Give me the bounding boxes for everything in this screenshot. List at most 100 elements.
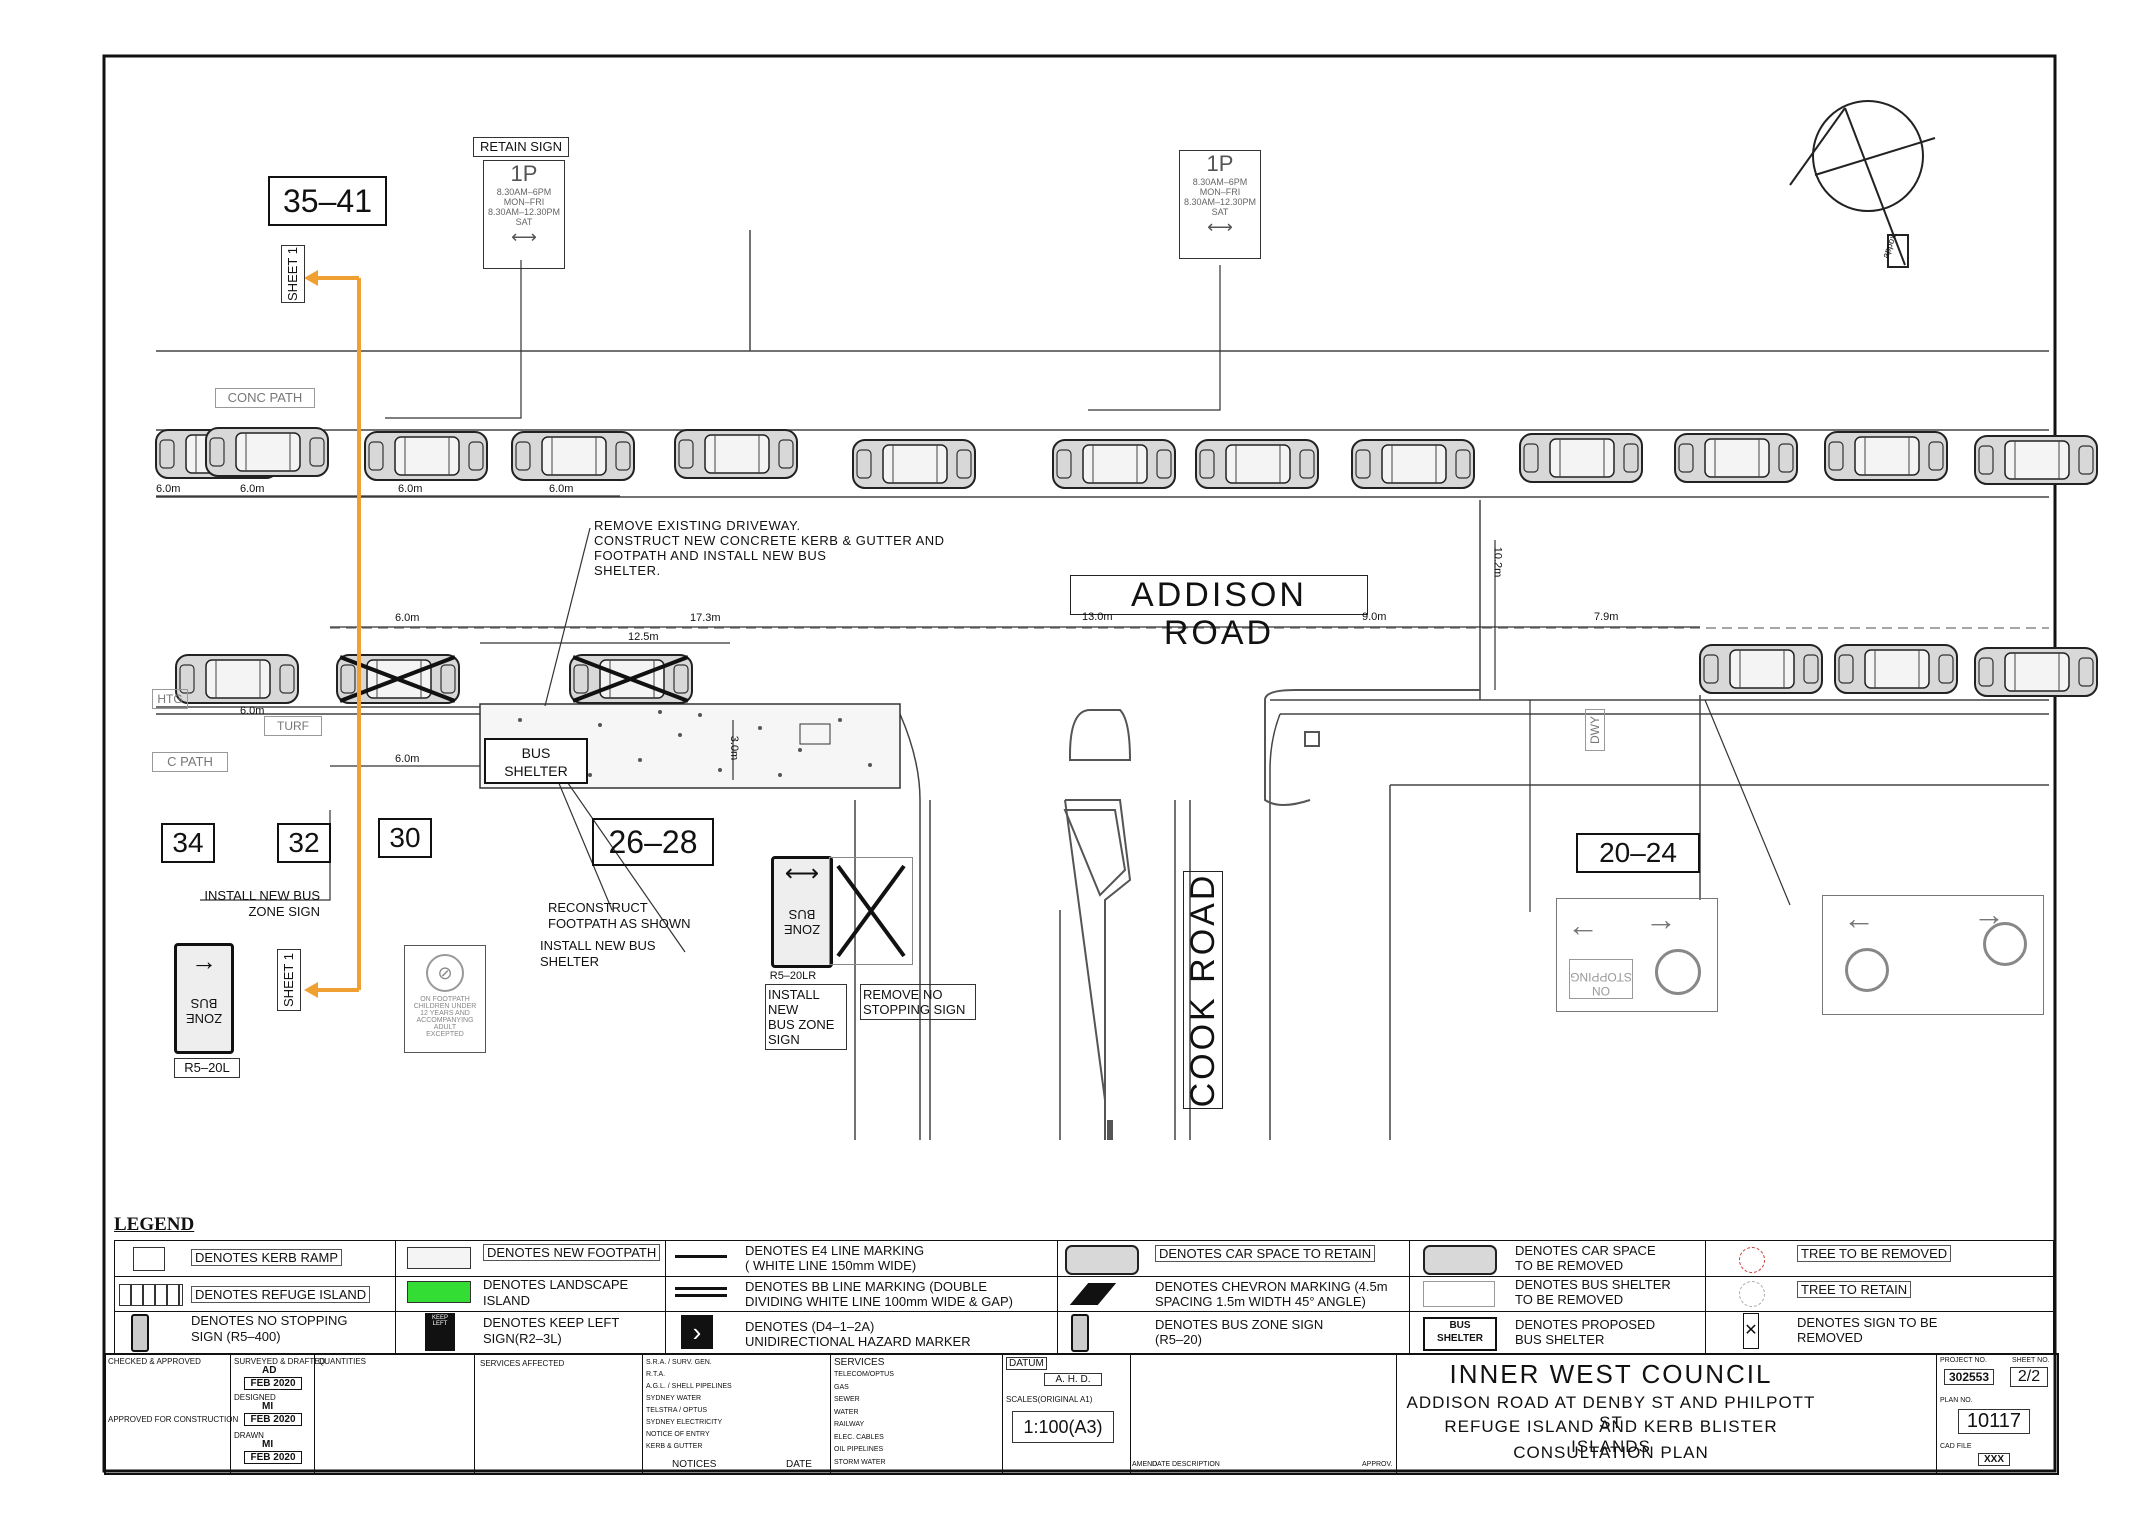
tree-retain-icon	[1739, 1281, 1765, 1307]
tb-notice-2: A.G.L. / SHELL PIPELINES	[646, 1383, 732, 1390]
legend-e4-2: ( WHITE LINE 150mm WIDE)	[745, 1258, 917, 1273]
tb-project-no-label: PROJECT NO.	[1940, 1357, 1987, 1364]
dim-6e: 6.0m	[395, 612, 420, 624]
legend-chevron: DENOTES CHEVRON MARKING (4.5m SPACING 1.…	[1155, 1279, 1388, 1309]
tb-div-3	[474, 1355, 475, 1473]
conc-path-label: CONC PATH	[215, 388, 315, 408]
sign-1p-big: 1P	[510, 161, 538, 186]
tb-div-7	[1130, 1355, 1131, 1473]
tb-date2: FEB 2020	[244, 1413, 302, 1426]
legend-sp-1: DENOTES PROPOSED	[1515, 1317, 1656, 1332]
legend-e4-1: DENOTES E4 LINE MARKING	[745, 1243, 925, 1258]
legend-keep-left: DENOTES KEEP LEFT SIGN(R2–3L)	[483, 1315, 619, 1347]
dim-13-0: 13.0m	[1082, 611, 1113, 623]
note-inbz-1: INSTALL	[768, 987, 820, 1002]
tb-sheet-no: 2/2	[2010, 1367, 2048, 1387]
legend-hz-2: UNIDIRECTIONAL HAZARD MARKER	[745, 1334, 971, 1349]
note-rns-1: REMOVE NO	[863, 987, 943, 1002]
bus-shelter-text-2: SHELTER	[504, 763, 568, 779]
sign-1p-r-l4: SAT	[1211, 207, 1229, 217]
htg-label: HTG	[152, 689, 188, 709]
tb-council: INNER WEST COUNCIL	[1449, 1359, 1773, 1389]
dim-7-9: 7.9m	[1594, 611, 1619, 623]
r5-20l-label: R5–20L	[174, 1058, 240, 1078]
legend-col-3: DENOTES E4 LINE MARKING ( WHITE LINE 150…	[665, 1241, 1058, 1353]
note-reconstruct: RECONSTRUCT FOOTPATH AS SHOWN	[548, 900, 691, 932]
legend-row-divider-1	[115, 1276, 2053, 1277]
tb-svc-3: WATER	[834, 1408, 859, 1416]
legend-shelter-proposed: DENOTES PROPOSED BUS SHELTER	[1515, 1317, 1655, 1347]
e4-line-icon	[675, 1255, 727, 1258]
tb-notice-6: NOTICE OF ENTRY	[646, 1431, 710, 1438]
note-install-new-bus-zone: INSTALL NEW BUS ZONE SIGN	[765, 984, 847, 1050]
dim-3-0: 3.0m	[728, 735, 741, 761]
tb-notice-0: S.R.A. / SURV. GEN.	[646, 1359, 712, 1366]
sign-1p-l3: 8.30AM–12.30PM	[487, 207, 561, 217]
note-remove-no-stopping: REMOVE NO STOPPING SIGN	[860, 984, 976, 1020]
note-dw-1: REMOVE EXISTING DRIVEWAY.	[594, 518, 801, 533]
nfp-l5: EXCEPTED	[426, 1031, 464, 1038]
legend-tree-retain: TREE TO RETAIN	[1797, 1281, 1912, 1298]
keep-left-sign-icon: KEEP LEFT	[425, 1313, 455, 1351]
legend-col-5: DENOTES CAR SPACE TO BE REMOVED DENOTES …	[1409, 1241, 1706, 1353]
tb-cad: XXX	[1978, 1453, 2010, 1466]
property-number-30: 30	[378, 818, 432, 858]
tb-svc-4: RAILWAY	[834, 1421, 865, 1428]
note-remove-driveway: REMOVE EXISTING DRIVEWAY. CONSTRUCT NEW …	[594, 518, 945, 578]
north-arrow	[1789, 100, 1936, 268]
bsp-1: BUS	[1449, 1320, 1471, 1331]
note-ibz-1: INSTALL NEW BUS	[204, 888, 320, 903]
legend-shelter-remove: DENOTES BUS SHELTER TO BE REMOVED	[1515, 1277, 1671, 1307]
property-number-26-28: 26–28	[592, 818, 714, 866]
drawing-border	[102, 54, 2057, 1473]
tb-scale: 1:100(A3)	[1012, 1411, 1114, 1443]
sheet-ref-top: SHEET 1	[281, 245, 305, 303]
tb-div-9	[1936, 1355, 1937, 1473]
legend-no-stopping: DENOTES NO STOPPING SIGN (R5–400)	[191, 1313, 348, 1345]
tb-div-2	[314, 1355, 315, 1473]
bus-shelter-text-1: BUS	[521, 745, 551, 761]
legend-col-2: DENOTES NEW FOOTPATH DENOTES LANDSCAPE I…	[395, 1241, 666, 1353]
tree-remove-icon	[1739, 1247, 1765, 1273]
tb-notice-4: TELSTRA / OPTUS	[646, 1407, 708, 1414]
legend-kerb-ramp: DENOTES KERB RAMP	[191, 1249, 343, 1266]
tb-ahd: A. H. D.	[1044, 1373, 1102, 1386]
legend-col-4: DENOTES CAR SPACE TO RETAIN DENOTES CHEV…	[1057, 1241, 1410, 1353]
tb-mi1: MI	[262, 1401, 274, 1412]
legend-tree-remove: TREE TO BE REMOVED	[1797, 1245, 1952, 1262]
tb-designed: DESIGNED	[234, 1393, 276, 1402]
bus-shelter-proposed-icon: BUS SHELTER	[1423, 1317, 1497, 1351]
dim-6d: 6.0m	[549, 483, 574, 495]
legend-table: DENOTES KERB RAMP DENOTES REFUGE ISLAND …	[114, 1240, 2054, 1354]
tb-date-hdr: DATE	[786, 1459, 812, 1470]
note-is-2: SHELTER	[540, 954, 599, 969]
legend-hazard: DENOTES (D4–1–2A) UNIDIRECTIONAL HAZARD …	[745, 1319, 971, 1349]
sign-1p-big-r: 1P	[1206, 151, 1234, 176]
nfp-l1: ON FOOTPATH	[420, 996, 470, 1003]
legend-e4: DENOTES E4 LINE MARKING ( WHITE LINE 150…	[745, 1243, 924, 1273]
tb-date3: FEB 2020	[244, 1451, 302, 1464]
note-dw-3: FOOTPATH AND INSTALL NEW BUS	[594, 548, 827, 563]
tb-title3: CONSULTATION PLAN	[1513, 1443, 1709, 1462]
no-stopping-circle-icon-2	[1845, 948, 1889, 992]
note-inbz-4: SIGN	[768, 1032, 800, 1047]
legend-ch-2: SPACING 1.5m WIDTH 45° ANGLE)	[1155, 1294, 1366, 1309]
legend-kl-1: DENOTES KEEP LEFT	[483, 1315, 620, 1330]
tb-svc-5: ELEC. CABLES	[834, 1433, 884, 1441]
tb-quantities: QUANTITIES	[318, 1357, 367, 1366]
tb-notice-1: R.T.A.	[646, 1371, 666, 1378]
note-inbz-3: BUS ZONE	[768, 1017, 835, 1032]
property-number-35-41: 35–41	[268, 176, 387, 226]
sign-1p-l2: MON–FRI	[503, 197, 545, 207]
dim-6b: 6.0m	[240, 483, 265, 495]
proposed-bus-shelter: BUS SHELTER	[484, 738, 588, 784]
sign-1p-r-l1: 8.30AM–6PM	[1192, 177, 1248, 187]
tb-amend: AMEND	[1132, 1461, 1158, 1468]
legend-bz-1: DENOTES BUS ZONE SIGN	[1155, 1317, 1324, 1332]
legend-bus-zone: DENOTES BUS ZONE SIGN (R5–20)	[1155, 1317, 1323, 1347]
refuge-island	[1063, 689, 1480, 1140]
dim-6f: 6.0m	[240, 705, 265, 717]
bus-shelter-remove-icon	[1423, 1281, 1495, 1307]
sheet-ref-bottom: SHEET 1	[277, 949, 301, 1011]
